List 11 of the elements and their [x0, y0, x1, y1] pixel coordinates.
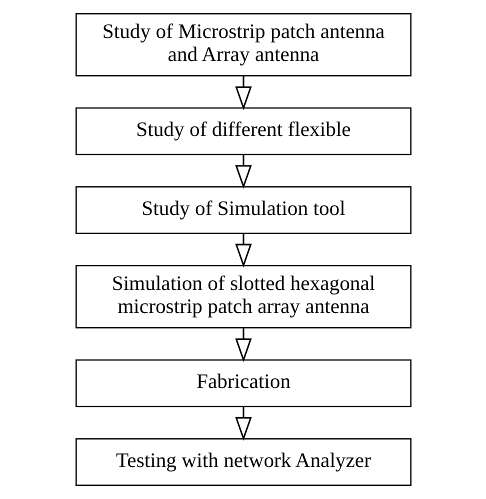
node-box: Study of Simulation tool: [75, 186, 411, 234]
node-box: Fabrication: [75, 359, 411, 408]
arrow: [234, 154, 252, 189]
node-box: Testing with network Analyzer: [75, 438, 411, 486]
node-box: Simulation of slotted hexagonal microstrip patch array antenna: [75, 265, 411, 328]
arrow: [234, 328, 252, 362]
node-box: Study of Microstrip patch antenna and Array antenna: [75, 13, 411, 76]
arrow: [234, 233, 252, 268]
node-box: Study of different flexible: [75, 107, 411, 156]
arrow: [234, 406, 252, 441]
arrow: [234, 76, 252, 110]
